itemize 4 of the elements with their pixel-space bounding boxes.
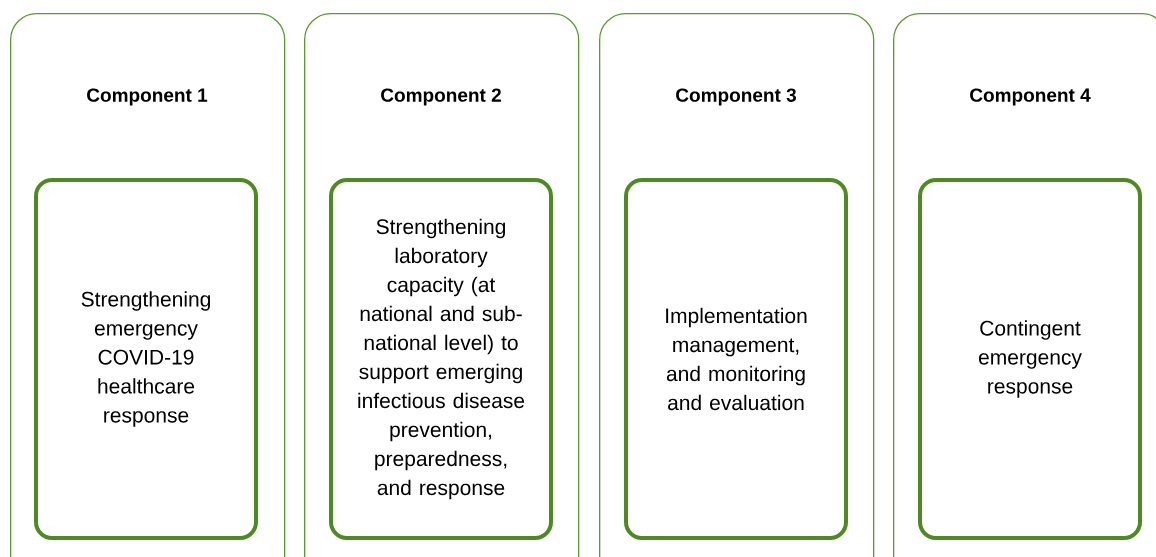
text-box: Implementation management, and monitoring and evaluation (624, 178, 848, 540)
text-box: Strengthening emergency COVID-19 healthcare response (34, 178, 258, 540)
text-box: Contingent emergency response (918, 178, 1142, 540)
text-box: Strengthening laboratory capacity (at national and sub-national level) to support emerging infectious disease prevention, preparedness, and response (329, 178, 553, 540)
